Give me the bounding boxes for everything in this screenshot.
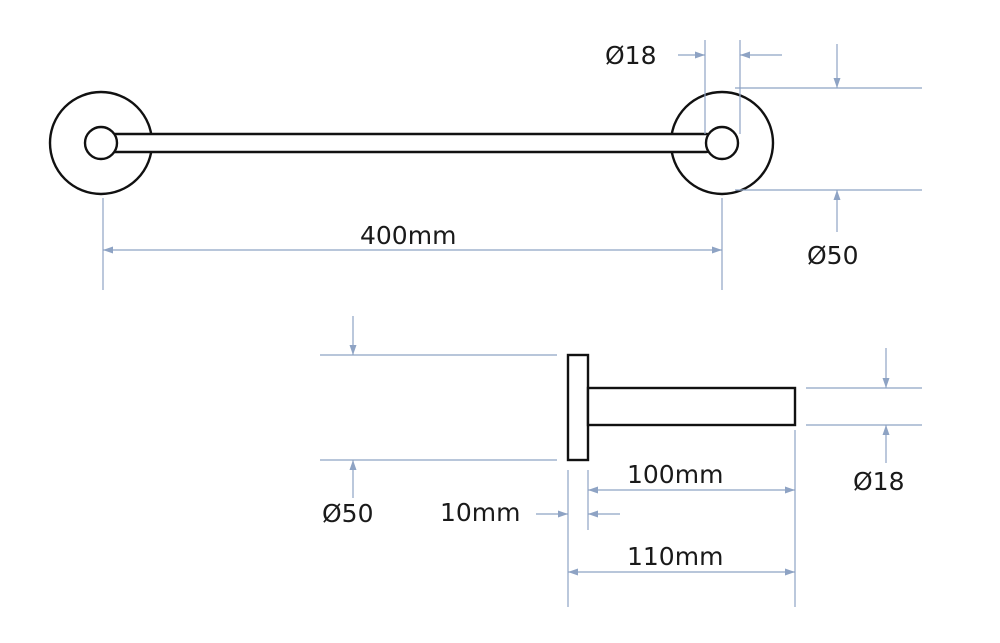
side-view: Ø50 Ø18 100mm 10mm 110mm	[320, 316, 922, 607]
top-view: Ø18 Ø50 400mm	[48, 40, 922, 290]
side-arm	[586, 386, 797, 427]
right-rod-socket	[704, 125, 740, 161]
dim-label-rose-diameter-top: Ø50	[807, 241, 859, 270]
dim-label-arm-length: 100mm	[627, 460, 723, 489]
side-rose-plate	[566, 353, 590, 462]
left-rod-socket	[83, 125, 119, 161]
dim-label-rose-thickness: 10mm	[440, 498, 521, 527]
dim-label-rod-diameter-side: Ø18	[853, 467, 905, 496]
towel-rod	[101, 132, 717, 154]
dim-label-rod-diameter-top: Ø18	[605, 41, 657, 70]
dim-label-length-400: 400mm	[360, 221, 456, 250]
dim-label-rose-diameter-side: Ø50	[322, 499, 374, 528]
dim-label-total-length: 110mm	[627, 542, 723, 571]
